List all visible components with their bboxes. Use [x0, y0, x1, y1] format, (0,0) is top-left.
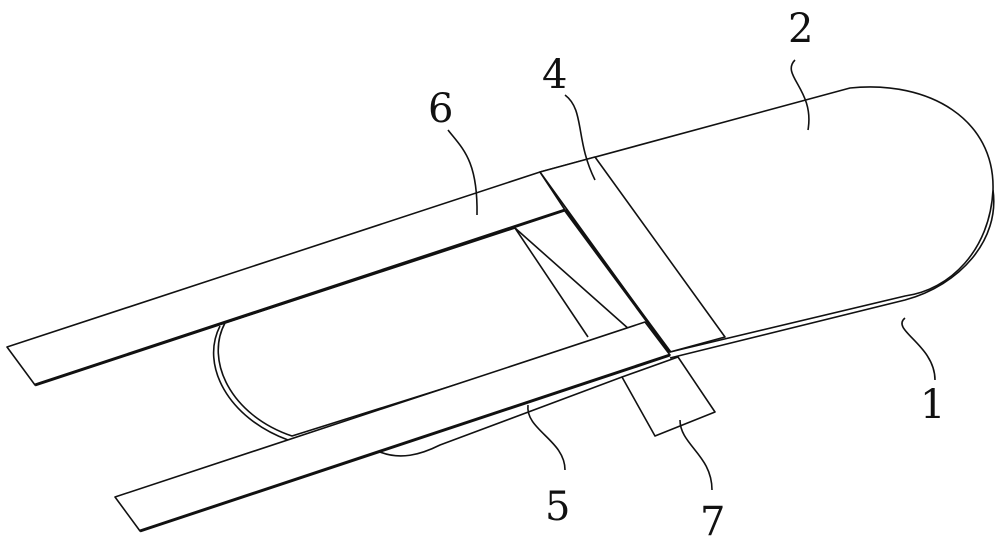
label-part-1: 1 — [920, 382, 945, 428]
bar-5-bottom-edge — [139, 353, 671, 533]
board-1 — [669, 189, 995, 359]
lower-panel — [217, 227, 631, 437]
frame-inner-piece — [514, 227, 589, 338]
label-part-2: 2 — [788, 6, 813, 52]
label-part-5: 5 — [545, 484, 570, 530]
label-part-7: 7 — [700, 499, 725, 544]
lower-panel-underside — [379, 376, 623, 457]
bar-7 — [621, 356, 716, 437]
bar-4-left-edge — [563, 209, 672, 353]
lower-panel-edge — [212, 325, 289, 441]
label-part-4: 4 — [542, 52, 567, 98]
bar-6-bottom-edge — [34, 208, 566, 387]
label-part-6: 6 — [428, 86, 453, 132]
leader-lines — [447, 59, 936, 491]
